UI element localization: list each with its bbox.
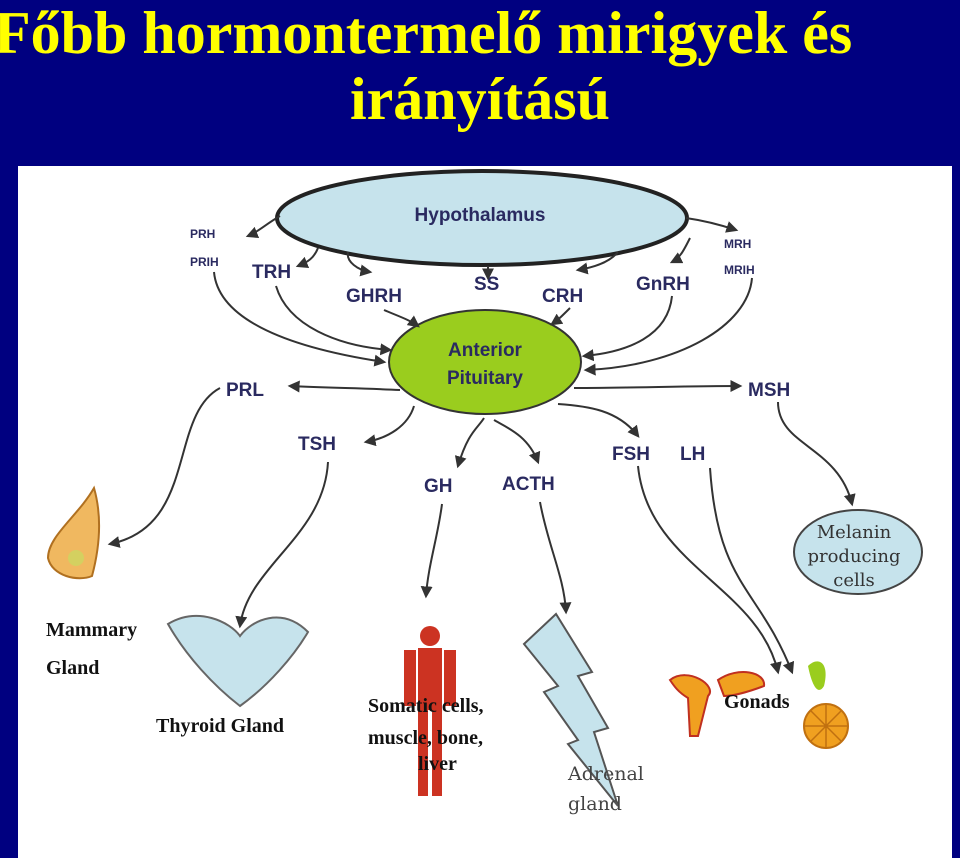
label-trh: TRH: [252, 262, 291, 283]
adrenal-label-2: gland: [568, 793, 622, 815]
mammary-label-1: Mammary: [46, 619, 137, 641]
label-mrih: MRIH: [724, 263, 755, 277]
arrow-hyp-prh: [245, 215, 281, 239]
arrow-mrih-pit: [583, 277, 753, 376]
somatic-label-2: muscle, bone,: [368, 727, 483, 749]
label-prh: PRH: [190, 227, 215, 241]
melanin-cells-ellipse: [793, 509, 923, 595]
label-lh: LH: [680, 444, 705, 465]
arrow-hyp-gnrh: [669, 237, 691, 264]
label-tsh: TSH: [298, 434, 336, 455]
arrow-gnrh-pit: [581, 295, 673, 362]
arrow-pit-prl: [287, 380, 401, 393]
diagram-panel: Hypothalamus Anterior Pituitary PRH PRIH…: [18, 166, 952, 858]
gonads-icon: [668, 661, 849, 749]
hypothalamus-label: Hypothalamus: [415, 205, 546, 226]
mammary-gland-detail: [68, 550, 84, 566]
adrenal-label-1: Adrenal: [567, 763, 644, 785]
somatic-label-1: Somatic cells,: [368, 695, 484, 717]
label-gh: GH: [424, 476, 453, 497]
arrow-gh-somatic: [420, 503, 443, 599]
arrow-prih-pit: [213, 271, 387, 367]
arrow-crh-pit: [550, 307, 571, 326]
title-line-1: Főbb hormontermelő mirigyek és: [0, 0, 853, 66]
label-prl: PRL: [226, 380, 264, 401]
arrow-pit-msh: [573, 380, 743, 393]
arrow-acth-adrenal: [539, 501, 572, 615]
arrow-hyp-ghrh: [346, 251, 373, 277]
melanin-label-1: Melanin: [817, 522, 892, 543]
anterior-pituitary-ellipse: [388, 309, 582, 415]
pituitary-label-1: Anterior: [448, 340, 523, 361]
label-prih: PRIH: [190, 255, 219, 269]
label-crh: CRH: [542, 286, 583, 307]
arrow-msh-melanin: [777, 401, 856, 507]
label-acth: ACTH: [502, 474, 555, 495]
label-msh: MSH: [748, 380, 790, 401]
pituitary-label-2: Pituitary: [447, 368, 523, 389]
arrow-hyp-crh: [575, 251, 619, 275]
mammary-gland-shape: [46, 485, 101, 580]
melanin-label-3: cells: [833, 570, 874, 591]
arrow-hyp-trh: [295, 247, 319, 269]
adrenal-gland-shape: [522, 612, 619, 807]
arrow-lh-gonads: [709, 467, 795, 675]
arrow-pit-acth: [493, 419, 541, 465]
arrow-hyp-mrh: [685, 217, 739, 233]
label-gnrh: GnRH: [636, 274, 690, 295]
label-mrh: MRH: [724, 237, 751, 251]
body-figure-icon: [404, 626, 456, 796]
arrow-tsh-thyroid: [235, 461, 329, 629]
mammary-label-2: Gland: [46, 657, 99, 679]
hormone-diagram: Hypothalamus Anterior Pituitary PRH PRIH…: [46, 169, 923, 815]
label-ss: SS: [474, 274, 499, 295]
label-ghrh: GHRH: [346, 286, 402, 307]
somatic-label-3: liver: [418, 753, 457, 775]
arrow-pit-gh: [454, 417, 485, 469]
arrow-fsh-gonads: [637, 465, 782, 675]
label-fsh: FSH: [612, 444, 650, 465]
arrow-ghrh-pit: [383, 309, 420, 328]
melanin-label-2: producing: [807, 546, 900, 567]
thyroid-gland-shape: [166, 615, 310, 708]
arrow-trh-pit: [275, 285, 393, 356]
arrow-prl-mammary: [107, 387, 221, 548]
thyroid-label: Thyroid Gland: [156, 715, 284, 737]
slide-title: Főbb hormontermelő mirigyek és irányítás…: [0, 0, 960, 132]
arrow-pit-tsh: [363, 405, 415, 447]
gonads-label: Gonads: [724, 691, 790, 713]
title-line-2: irányítású: [349, 66, 611, 132]
arrow-pit-fsh: [557, 403, 640, 438]
